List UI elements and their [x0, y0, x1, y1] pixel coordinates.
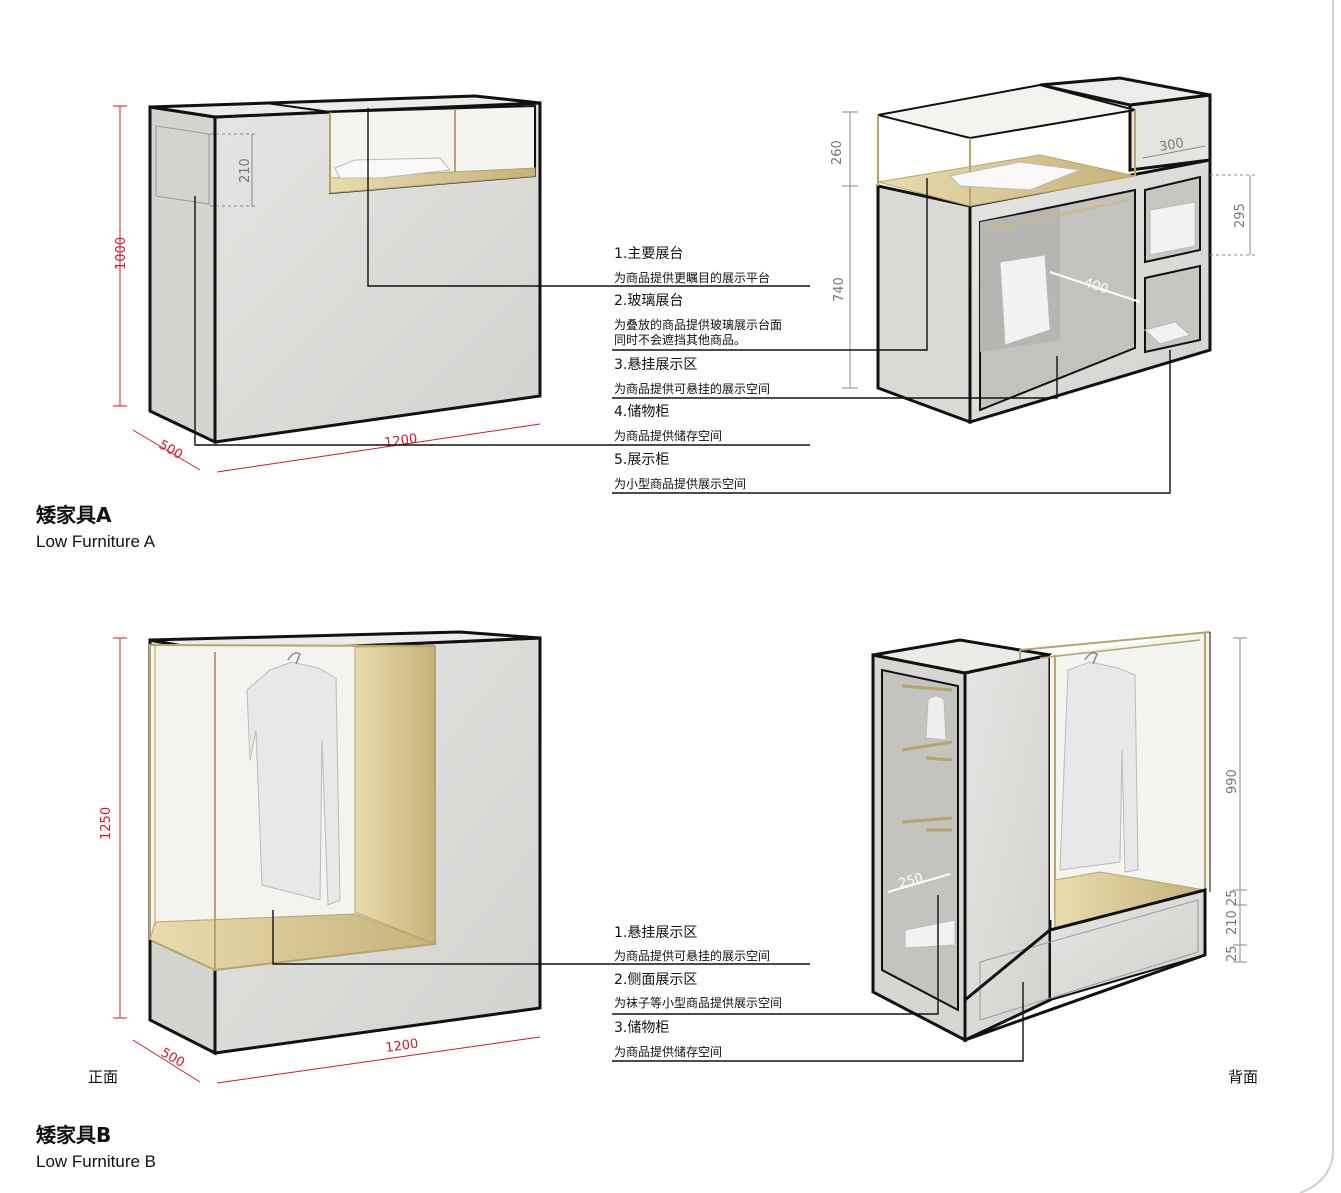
furniture-a-front-dimensions: 1000 500 1200 210	[113, 105, 541, 473]
furniture-b-leader-lines	[272, 895, 1024, 1062]
dim-b-base-top: 25	[1225, 889, 1240, 906]
furniture-a-leader-lines	[194, 108, 1171, 494]
annotation-b-2-title: 2.侧面展示区	[614, 972, 697, 988]
dim-a-depth: 500	[156, 437, 185, 462]
dim-a-height: 1000	[114, 237, 129, 270]
annotation-a-2-desc-2: 同时不会遮挡其他商品。	[614, 332, 746, 347]
dim-b-side-depth: 250	[897, 871, 925, 892]
furniture-b-back-view	[871, 631, 1211, 1043]
dim-a-shelf-width: 300	[1158, 136, 1185, 155]
section-b-title: 矮家具B	[36, 1123, 111, 1147]
dim-b-height: 1250	[99, 807, 114, 840]
dim-a-cavity-width: 400	[1082, 276, 1110, 298]
dim-b-base-bottom: 25	[1225, 945, 1240, 962]
page-frame-edge	[1299, 0, 1334, 1193]
annotation-a-4-desc: 为商品提供储存空间	[614, 428, 722, 443]
dim-a-shelf-height: 295	[1233, 203, 1248, 228]
furniture-a-annotations: 1.主要展台 为商品提供更瞩目的展示平台 2.玻璃展台 为叠放的商品提供玻璃展示…	[614, 246, 782, 491]
annotation-a-2-title: 2.玻璃展台	[614, 292, 683, 309]
dim-a-width: 1200	[383, 432, 418, 451]
dim-a-panel: 210	[238, 158, 253, 183]
section-a-subtitle: Low Furniture A	[36, 532, 156, 551]
annotation-b-1-desc: 为商品提供可悬挂的展示空间	[614, 948, 770, 963]
annotation-b-2-desc: 为袜子等小型商品提供展示空间	[614, 995, 782, 1010]
dim-b-width: 1200	[384, 1037, 419, 1056]
dim-a-top-height: 260	[830, 140, 845, 165]
furniture-b-back-dimensions: 250 990 25 210 25	[887, 637, 1247, 963]
annotation-a-2-desc-1: 为叠放的商品提供玻璃展示台面	[614, 317, 782, 332]
dim-b-rail-height: 990	[1225, 769, 1240, 794]
furniture-a-back-view	[876, 76, 1212, 425]
annotation-b-3-desc: 为商品提供储存空间	[614, 1044, 722, 1059]
furniture-a-back-dimensions: 260 740 300 295 400	[830, 111, 1255, 389]
annotation-a-5-desc: 为小型商品提供展示空间	[614, 476, 746, 491]
section-b-subtitle: Low Furniture B	[36, 1152, 156, 1171]
furniture-b-annotations: 1.悬挂展示区 为商品提供可悬挂的展示空间 2.侧面展示区 为袜子等小型商品提供…	[614, 925, 782, 1059]
annotation-b-3-title: 3.储物柜	[614, 1020, 669, 1036]
annotation-a-4-title: 4.储物柜	[614, 404, 669, 420]
view-label-back: 背面	[1228, 1068, 1258, 1086]
furniture-b-front-view	[148, 630, 542, 1056]
annotation-a-5-title: 5.展示柜	[614, 452, 669, 468]
annotation-a-3-title: 3.悬挂展示区	[614, 357, 697, 373]
annotation-a-1-title: 1.主要展台	[614, 246, 683, 262]
dim-a-lower-height: 740	[832, 277, 847, 302]
furniture-a-front-view	[148, 94, 542, 445]
annotation-a-3-desc: 为商品提供可悬挂的展示空间	[614, 381, 770, 396]
dim-b-base-mid: 210	[1225, 910, 1240, 935]
annotation-b-1-title: 1.悬挂展示区	[614, 925, 697, 941]
section-a-title: 矮家具A	[36, 503, 112, 527]
dim-b-depth: 500	[158, 1045, 187, 1070]
annotation-a-1-desc: 为商品提供更瞩目的展示平台	[614, 270, 770, 285]
view-label-front: 正面	[88, 1068, 118, 1086]
